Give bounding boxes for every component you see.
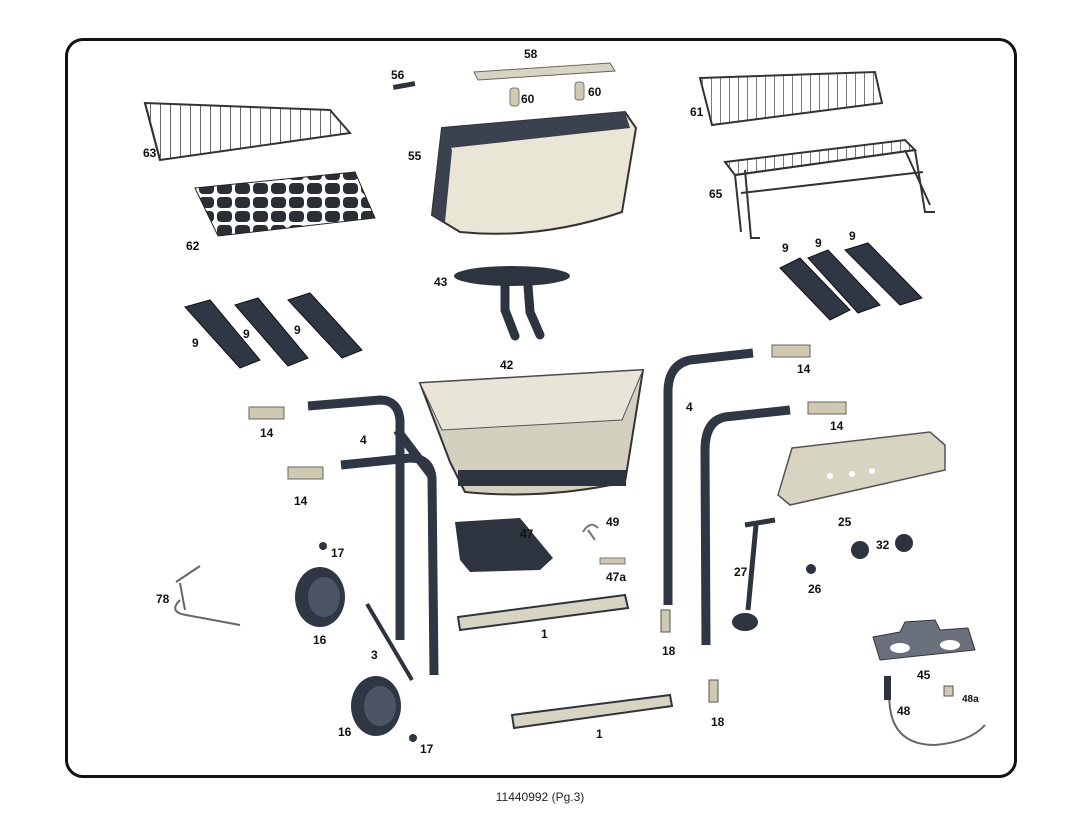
- label-part-78: 78: [156, 592, 170, 606]
- control-panel-25: [777, 431, 946, 506]
- label-part-9-d: 9: [192, 336, 199, 350]
- label-part-14-c: 14: [797, 362, 811, 376]
- label-part-62: 62: [186, 239, 200, 253]
- label-part-17-a: 17: [331, 546, 345, 560]
- label-part-65: 65: [709, 187, 723, 201]
- part-26: [806, 564, 816, 574]
- label-part-60-b: 60: [588, 85, 602, 99]
- page-caption: 11440992 (Pg.3): [495, 790, 585, 804]
- foot-18-a: [660, 609, 671, 633]
- knob-32-a: [851, 541, 869, 559]
- flavor-bars-9-right: [779, 242, 923, 321]
- wheel-16-a: [295, 567, 345, 627]
- cross-brace-1-a: [456, 593, 630, 632]
- label-part-4-b: 4: [686, 400, 693, 414]
- igniter-27: [732, 517, 776, 631]
- label-part-63: 63: [143, 146, 157, 160]
- label-part-27: 27: [734, 565, 748, 579]
- label-part-48: 48: [897, 704, 911, 718]
- label-part-18-a: 18: [662, 644, 676, 658]
- label-part-43: 43: [434, 275, 448, 289]
- label-part-1-a: 1: [541, 627, 548, 641]
- cart-frame-4-left: [307, 395, 439, 676]
- hubcap-17-a: [319, 542, 327, 550]
- label-part-61: 61: [690, 105, 704, 119]
- knob-32-b: [895, 534, 913, 552]
- wheel-16-b: [351, 676, 401, 736]
- cooking-grate-63: [143, 101, 352, 162]
- label-part-56: 56: [391, 68, 405, 82]
- label-part-47a: 47a: [606, 570, 627, 584]
- hubcap-17-b: [409, 734, 417, 742]
- cart-frame-4-right: [663, 348, 791, 646]
- label-part-14-b: 14: [294, 494, 308, 508]
- label-part-1-b: 1: [596, 727, 603, 741]
- part-47a: [599, 557, 626, 565]
- label-part-47: 47: [520, 527, 534, 541]
- label-part-16-a: 16: [313, 633, 327, 647]
- part-56: [392, 81, 416, 90]
- label-part-9-a: 9: [782, 241, 789, 255]
- control-bracket-45: [872, 619, 976, 661]
- label-part-42: 42: [500, 358, 514, 372]
- label-part-16-b: 16: [338, 725, 352, 739]
- label-part-17-b: 17: [420, 742, 434, 756]
- cross-brace-1-b: [510, 693, 674, 730]
- part-48a: [943, 685, 954, 697]
- handle-post-60-a: [509, 87, 520, 107]
- axle-3: [365, 602, 414, 682]
- label-part-14-d: 14: [830, 419, 844, 433]
- lid-handle-58: [473, 62, 616, 81]
- label-part-26: 26: [808, 582, 822, 596]
- label-part-60-a: 60: [521, 92, 535, 106]
- label-part-25: 25: [838, 515, 852, 529]
- grill-lid-55: [430, 110, 638, 235]
- heat-shield-47: [455, 518, 553, 572]
- firebox-42: [418, 368, 645, 496]
- label-part-18-b: 18: [711, 715, 725, 729]
- label-part-32: 32: [876, 538, 890, 552]
- igniter-wire-48: [886, 677, 986, 747]
- briquette-grid-62: [194, 171, 376, 237]
- cooking-grate-61: [698, 70, 884, 127]
- handle-post-60-b: [574, 81, 585, 101]
- bracket-14-b: [287, 466, 324, 480]
- label-part-3: 3: [371, 648, 378, 662]
- hook-78: [174, 565, 241, 626]
- label-part-45: 45: [917, 668, 931, 682]
- burner-43: [454, 266, 570, 341]
- warming-rack-65: [723, 138, 935, 239]
- part-49: [582, 523, 599, 541]
- label-part-9-e: 9: [243, 327, 250, 341]
- label-part-55: 55: [408, 149, 422, 163]
- label-part-48a: 48a: [962, 694, 979, 705]
- label-part-14-a: 14: [260, 426, 274, 440]
- igniter-48-body: [884, 676, 891, 700]
- label-part-9-c: 9: [849, 229, 856, 243]
- label-part-9-f: 9: [294, 323, 301, 337]
- label-part-4-a: 4: [360, 433, 367, 447]
- label-part-49: 49: [606, 515, 620, 529]
- label-part-9-b: 9: [815, 236, 822, 250]
- label-part-58: 58: [524, 47, 538, 61]
- bracket-14-c: [771, 344, 811, 358]
- foot-18-b: [708, 679, 719, 703]
- bracket-14-a: [248, 406, 285, 420]
- flavor-bars-9-left: [184, 292, 363, 369]
- bracket-14-d: [807, 401, 847, 415]
